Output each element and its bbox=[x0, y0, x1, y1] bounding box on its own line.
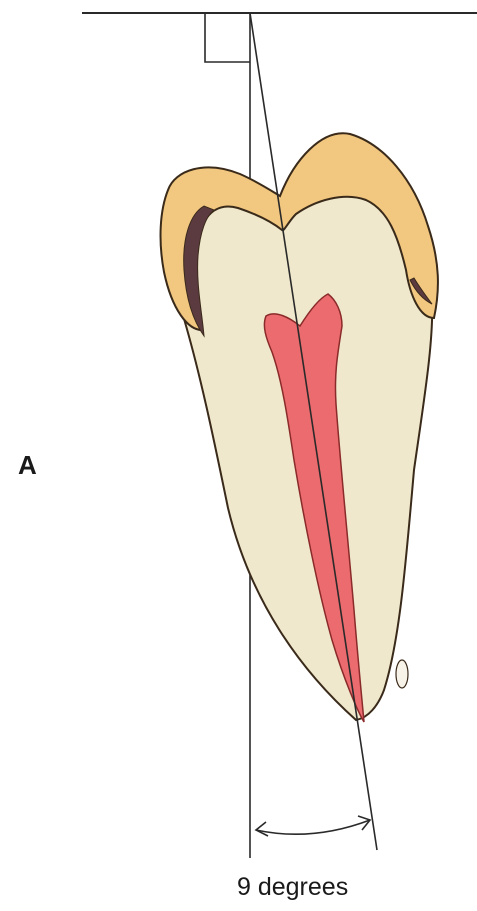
angle-label: 9 degrees bbox=[237, 873, 348, 901]
angle-arc bbox=[256, 820, 370, 834]
right-angle-marker bbox=[205, 13, 250, 62]
panel-label: A bbox=[18, 450, 37, 480]
apical-detail bbox=[396, 660, 408, 688]
angle-arrowhead-left bbox=[256, 822, 268, 836]
